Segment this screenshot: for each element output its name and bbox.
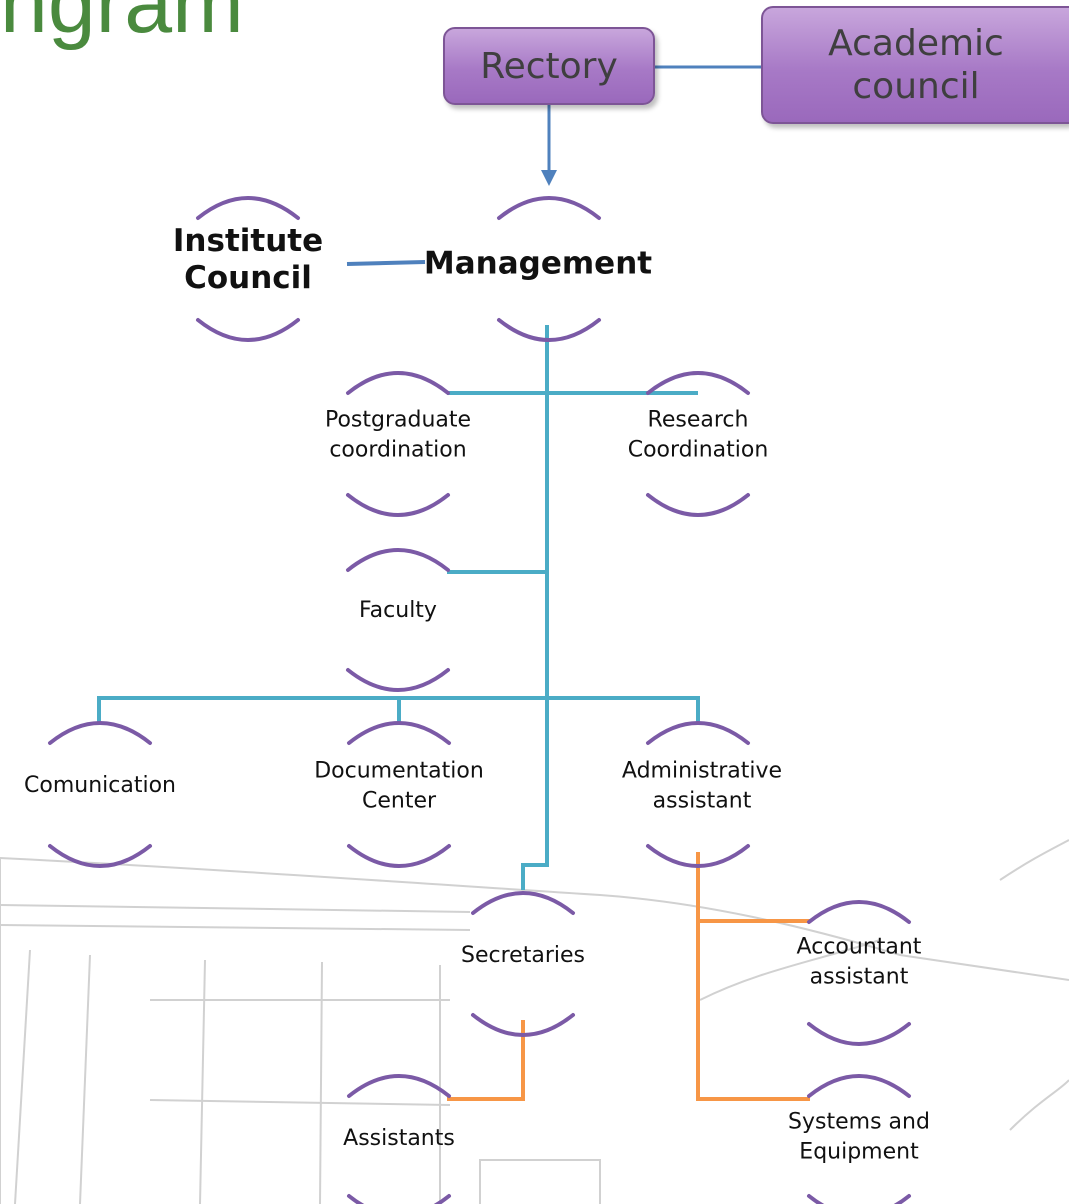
assistants-bottom-arc [347,1194,451,1204]
page-title-fragment: ngram [0,0,244,51]
management-node: Management [423,245,653,282]
management-top-arc [497,196,601,220]
institute-council-bottom-arc [196,318,300,342]
secretaries-node: Secretaries [461,943,585,969]
secretaries-top-arc [471,891,575,915]
documentation-center-node: Documentation Center [314,758,484,813]
systems-top-arc [807,1074,911,1098]
assistants-top-arc [347,1074,451,1098]
rectory-label: Rectory [480,45,618,87]
accountant-top-arc [807,900,911,924]
institute-council-node: Institute Council [172,222,324,296]
research-bottom-arc [646,493,750,517]
administrative-assistant-node: Administrative assistant [621,758,783,813]
documentation-bottom-arc [347,844,451,868]
admin-trunk [696,852,810,1101]
postgraduate-coordination-node: Postgraduate coordination [324,407,472,462]
secretaries-assistants-connector [447,1020,525,1101]
management-bottom-arc [497,318,601,342]
administrative-bottom-arc [646,844,750,868]
postgraduate-bottom-arc [346,493,450,517]
assistants-node: Assistants [343,1126,455,1152]
arrow-head-icon [541,170,557,186]
rectory-box: Rectory [443,27,655,105]
faculty-node: Faculty [359,598,437,624]
research-coordination-node: Research Coordination [627,407,769,462]
systems-bottom-arc [807,1194,911,1204]
administrative-top-arc [646,721,750,745]
comunication-top-arc [48,721,152,745]
council-management-connector [346,260,426,266]
management-trunk [521,325,549,890]
secretaries-bottom-arc [471,1013,575,1037]
academic-council-box: Academic council [761,6,1069,124]
comunication-node: Comunication [24,773,176,799]
faculty-bottom-arc [346,668,450,692]
systems-equipment-node: Systems and Equipment [788,1109,930,1164]
academic-council-label: Academic council [828,22,1004,107]
institute-council-top-arc [196,196,300,220]
postgraduate-top-arc [346,371,450,395]
research-top-arc [646,371,750,395]
comunication-bottom-arc [48,844,152,868]
accountant-assistant-node: Accountant assistant [796,934,922,989]
faculty-top-arc [346,548,450,572]
documentation-top-arc [347,721,451,745]
accountant-bottom-arc [807,1022,911,1046]
